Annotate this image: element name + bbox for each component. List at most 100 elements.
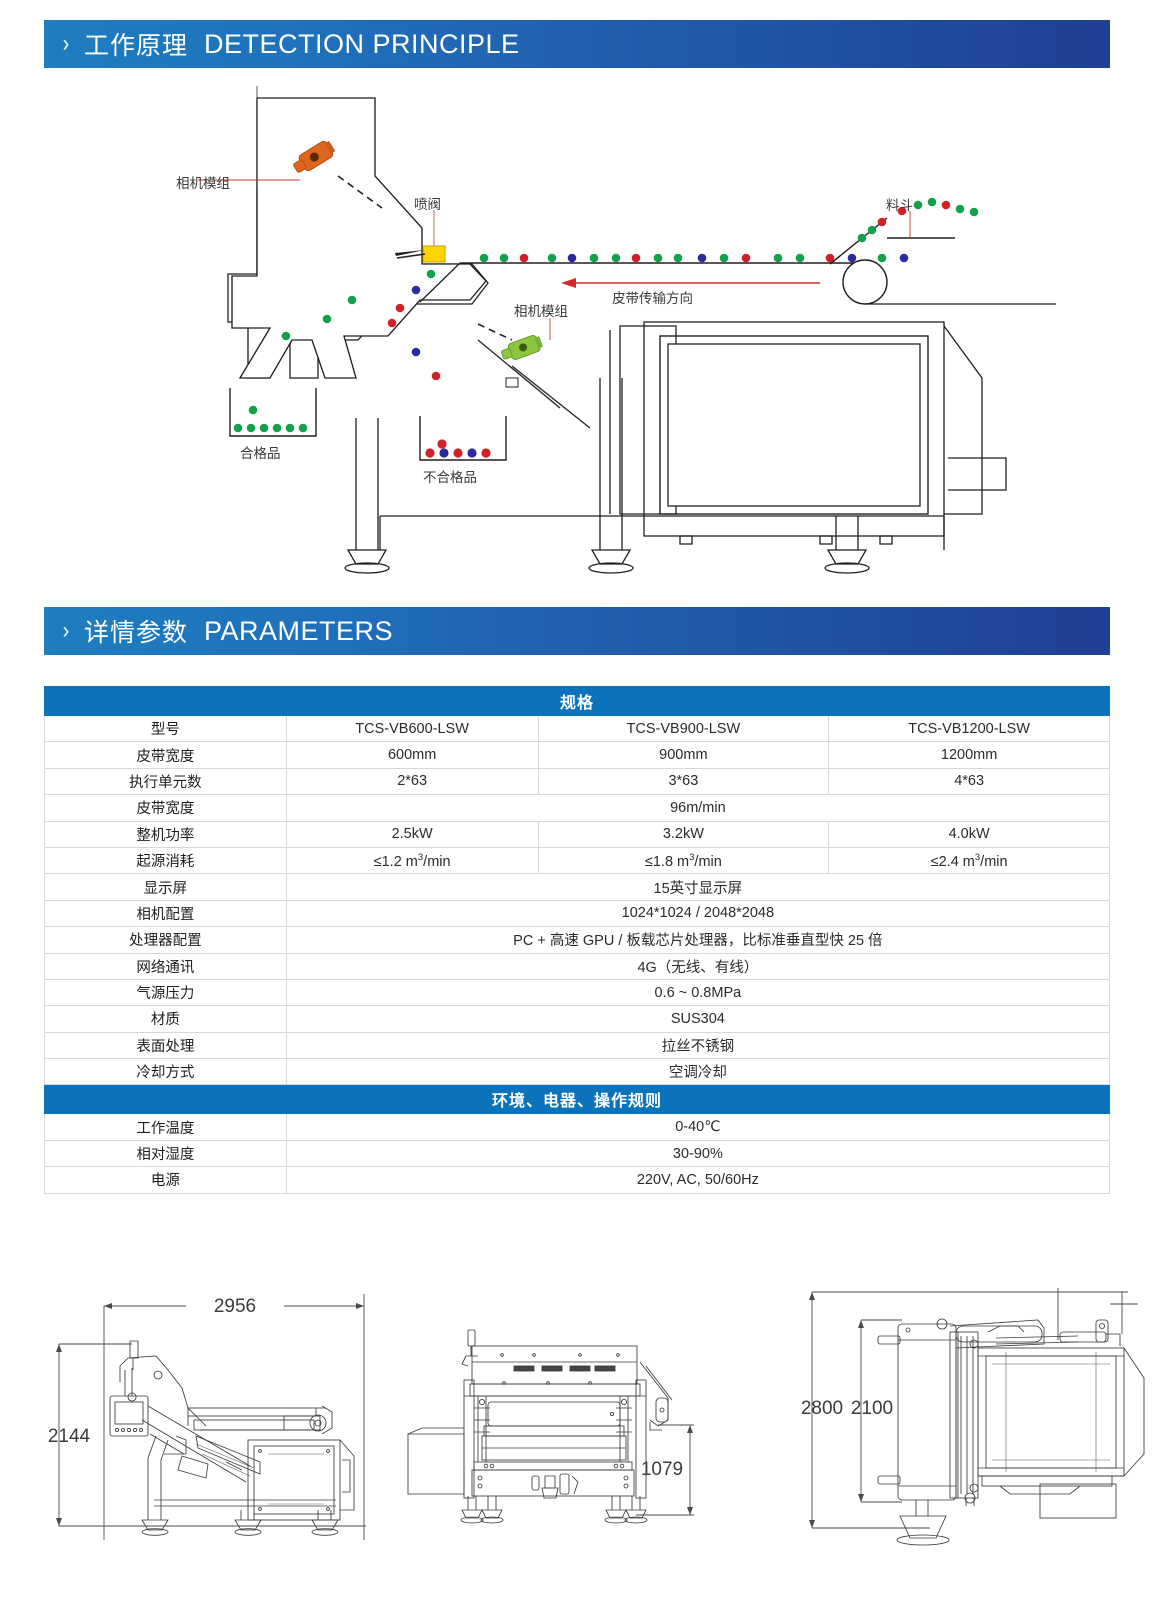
accepted-bin xyxy=(229,388,317,437)
rejected-bin xyxy=(419,416,507,461)
table-row: 材质 SUS304 xyxy=(44,1005,1111,1033)
row-value-span: 1024*1024 / 2048*2048 xyxy=(285,899,1111,928)
camera-module-bottom-icon xyxy=(501,334,543,360)
belt-direction-arrow xyxy=(561,278,820,288)
row-label: 处理器配置 xyxy=(44,926,287,954)
parameters-table: 规格 型号 TCS-VB600-LSW TCS-VB900-LSW TCS-VB… xyxy=(44,686,1111,1194)
row-label: 皮带宽度 xyxy=(44,741,287,769)
drawing-side-view: 2956 2144 xyxy=(36,1248,396,1578)
section-banner-detection-principle: › 工作原理 DETECTION PRINCIPLE xyxy=(44,20,1110,68)
dim-height-1079: 1079 xyxy=(636,1424,694,1516)
row-value-span: PC + 高速 GPU / 板载芯片处理器，比标准垂直型快 25 倍 xyxy=(285,926,1111,954)
table-row: 起源消耗 ≤1.2 m3/min ≤1.8 m3/min ≤2.4 m3/min xyxy=(44,846,1110,875)
row-value-span: SUS304 xyxy=(285,1005,1111,1033)
row-value-1: 2*63 xyxy=(285,767,539,796)
drawing-end-view: 2800 2100 xyxy=(760,1248,1160,1578)
row-value-2: 3.2kW xyxy=(537,820,830,848)
label-accepted: 合格品 xyxy=(240,446,281,461)
row-value-3: 4.0kW xyxy=(828,820,1110,848)
belt-pulley xyxy=(842,259,888,305)
dim-height-2144: 2144 xyxy=(48,1343,366,1527)
row-label: 显示屏 xyxy=(44,873,287,901)
row-value-1: ≤1.2 m3/min xyxy=(285,846,539,875)
row-label: 电源 xyxy=(44,1166,287,1194)
dim-outer-label: 2800 xyxy=(801,1398,843,1419)
row-value-span: 拉丝不锈钢 xyxy=(285,1031,1111,1060)
section-title-cn: 详情参数 xyxy=(84,619,189,647)
drawing-front-view: 1079 xyxy=(400,1270,730,1570)
table-row: 皮带宽度 96m/min xyxy=(44,794,1111,822)
row-value-3: TCS-VB1200-LSW xyxy=(828,714,1110,743)
row-label: 冷却方式 xyxy=(44,1058,287,1086)
label-camera-module-bottom: 相机模组 xyxy=(514,304,568,319)
row-value-span: 15英寸显示屏 xyxy=(285,873,1111,901)
label-hopper: 料斗 xyxy=(886,198,913,213)
row-value-3: ≤2.4 m3/min xyxy=(828,846,1110,875)
machine-frame xyxy=(344,321,1007,574)
label-belt-direction: 皮带传输方向 xyxy=(612,291,693,306)
table-row: 气源压力 0.6 ~ 0.8MPa xyxy=(44,978,1111,1007)
product-particles-on-belt xyxy=(479,253,909,263)
table-row: 电源 220V, AC, 50/60Hz xyxy=(44,1166,1111,1194)
table-row: 皮带宽度 600mm 900mm 1200mm xyxy=(44,741,1110,769)
row-value-2: 900mm xyxy=(537,741,830,769)
table-row: 冷却方式 空调冷却 xyxy=(44,1058,1111,1086)
label-spray-valve: 喷阀 xyxy=(414,197,441,212)
row-label: 相机配置 xyxy=(44,899,287,928)
row-value-1: 2.5kW xyxy=(285,820,539,848)
dim-width-2956: 2956 xyxy=(103,1294,365,1540)
row-label: 工作温度 xyxy=(44,1113,287,1141)
row-label: 材质 xyxy=(44,1005,287,1033)
dim-outer-2800: 2800 xyxy=(801,1291,1060,1529)
section-title-en: DETECTION PRINCIPLE xyxy=(204,28,520,59)
spray-valve-icon xyxy=(422,245,446,263)
table-row: 型号 TCS-VB600-LSW TCS-VB900-LSW TCS-VB120… xyxy=(44,714,1110,743)
group-title: 环境、电器、操作规则 xyxy=(44,1084,1110,1115)
section-title-cn: 工作原理 xyxy=(84,32,189,60)
row-label: 网络通讯 xyxy=(44,952,287,980)
table-row: 工作温度 0-40℃ xyxy=(44,1113,1111,1141)
row-label: 执行单元数 xyxy=(44,767,287,796)
table-row: 网络通讯 4G（无线、有线） xyxy=(44,952,1111,980)
table-row: 相对湿度 30-90% xyxy=(44,1139,1111,1168)
row-value-2: TCS-VB900-LSW xyxy=(537,714,830,743)
label-camera-module-top: 相机模组 xyxy=(176,176,230,191)
row-value-3: 4*63 xyxy=(828,767,1110,796)
row-label: 表面处理 xyxy=(44,1031,287,1060)
engineering-drawings: 2956 2144 xyxy=(0,1248,1174,1598)
product-particles-in-hopper xyxy=(857,197,979,243)
row-label: 相对湿度 xyxy=(44,1139,287,1168)
row-value-span: 96m/min xyxy=(285,794,1111,822)
falling-particles xyxy=(281,269,441,381)
table-row: 整机功率 2.5kW 3.2kW 4.0kW xyxy=(44,820,1110,848)
section-banner-parameters: › 详情参数 PARAMETERS xyxy=(44,607,1110,655)
table-group-header: 环境、电器、操作规则 xyxy=(44,1084,1110,1115)
chevron-right-icon: › xyxy=(62,30,70,57)
table-row: 执行单元数 2*63 3*63 4*63 xyxy=(44,767,1110,796)
row-value-span: 0-40℃ xyxy=(285,1113,1111,1141)
dim-inner-label: 2100 xyxy=(851,1398,893,1419)
row-value-span: 4G（无线、有线） xyxy=(285,952,1111,980)
dim-height-label: 2144 xyxy=(48,1426,91,1447)
row-label: 整机功率 xyxy=(44,820,287,848)
table-row: 显示屏 15英寸显示屏 xyxy=(44,873,1111,901)
row-label: 型号 xyxy=(44,714,287,743)
table-row: 处理器配置 PC + 高速 GPU / 板载芯片处理器，比标准垂直型快 25 倍 xyxy=(44,926,1111,954)
table-row: 相机配置 1024*1024 / 2048*2048 xyxy=(44,899,1111,928)
row-value-3: 1200mm xyxy=(828,741,1110,769)
section-title-en: PARAMETERS xyxy=(204,615,394,646)
row-value-span: 0.6 ~ 0.8MPa xyxy=(285,978,1111,1007)
detection-principle-diagram: 相机模组 喷阀 料斗 皮带传输方向 相机模组 合格品 不合格品 xyxy=(120,78,1060,578)
camera-module-top-icon xyxy=(293,140,336,173)
row-value-span: 空调冷却 xyxy=(285,1058,1111,1086)
table-row: 表面处理 拉丝不锈钢 xyxy=(44,1031,1111,1060)
row-value-2: 3*63 xyxy=(537,767,830,796)
row-label: 起源消耗 xyxy=(44,846,287,875)
group-title: 规格 xyxy=(44,686,1110,716)
row-value-1: 600mm xyxy=(285,741,539,769)
row-value-1: TCS-VB600-LSW xyxy=(285,714,539,743)
label-rejected: 不合格品 xyxy=(423,470,477,485)
dim-height-label: 1079 xyxy=(641,1459,683,1480)
row-label: 气源压力 xyxy=(44,978,287,1007)
row-label: 皮带宽度 xyxy=(44,794,287,822)
